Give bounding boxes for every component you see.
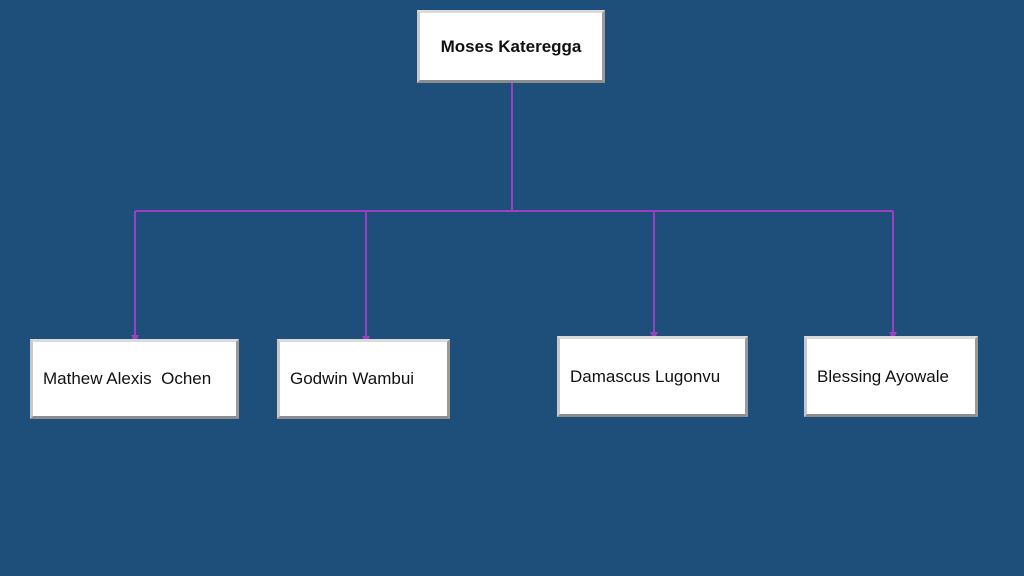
org-node-child-3-label: Damascus Lugonvu (570, 366, 721, 386)
org-node-child-1[interactable]: Mathew Alexis Ochen (30, 339, 239, 419)
org-node-child-2-label: Godwin Wambui (290, 369, 415, 388)
org-node-child-4[interactable]: Blessing Ayowale (804, 336, 978, 417)
org-node-root[interactable]: Moses Kateregga (417, 10, 605, 83)
org-node-child-1-label: Mathew Alexis Ochen (43, 369, 212, 388)
org-node-child-4-label: Blessing Ayowale (817, 366, 949, 386)
org-node-child-2[interactable]: Godwin Wambui (277, 339, 450, 419)
org-node-child-3[interactable]: Damascus Lugonvu (557, 336, 748, 417)
org-node-root-label: Moses Kateregga (440, 36, 582, 56)
